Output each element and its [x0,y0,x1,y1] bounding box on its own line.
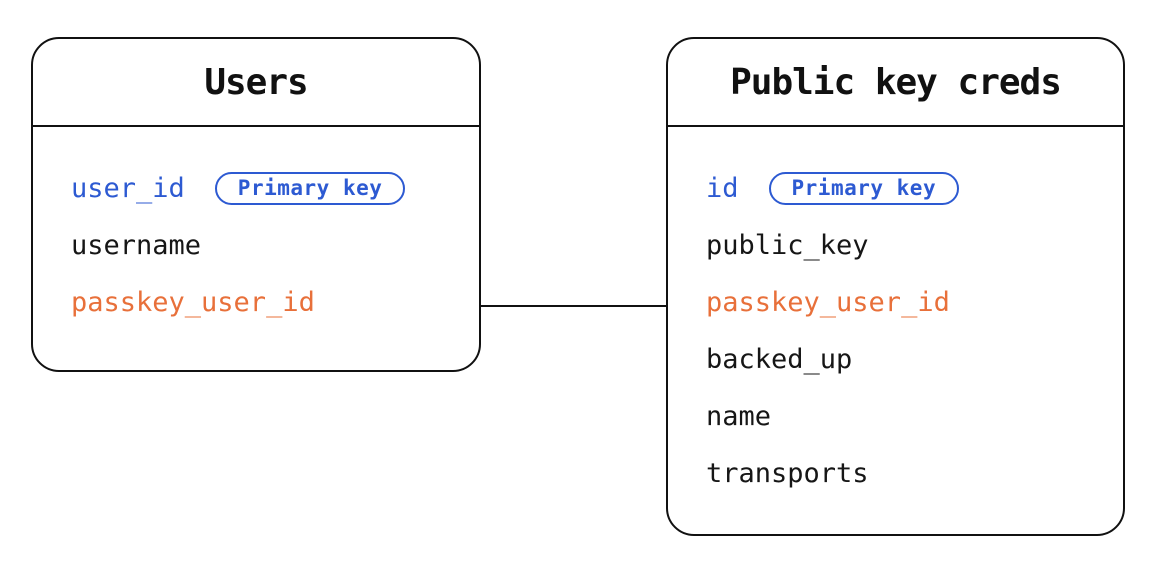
primary-key-badge: Primary key [214,172,406,205]
field-row-public-key: public_key [706,217,1085,274]
table-public-key-creds-title: Public key creds [730,61,1062,103]
table-public-key-creds-fields: id Primary key public_key passkey_user_i… [668,127,1123,502]
table-public-key-creds: Public key creds id Primary key public_k… [666,37,1125,536]
field-name: passkey_user_id [706,287,950,318]
field-row-transports: transports [706,445,1085,502]
table-users-title: Users [204,61,308,103]
field-name: user_id [71,173,185,204]
field-name: passkey_user_id [71,287,315,318]
primary-key-badge: Primary key [768,172,960,205]
table-users-fields: user_id Primary key username passkey_use… [33,127,479,331]
table-public-key-creds-header: Public key creds [668,39,1123,127]
field-row-id: id Primary key [706,160,1085,217]
table-users: Users user_id Primary key username passk… [31,37,481,372]
field-row-username: username [71,217,441,274]
field-row-passkey-user-id: passkey_user_id [71,274,441,331]
field-name: backed_up [706,344,853,375]
field-name: public_key [706,230,869,261]
field-name: name [706,401,772,432]
field-row-user-id: user_id Primary key [71,160,441,217]
field-name: username [71,230,202,261]
field-row-passkey-user-id: passkey_user_id [706,274,1085,331]
relationship-line [481,305,666,307]
field-name: transports [706,458,869,489]
field-row-backed-up: backed_up [706,331,1085,388]
table-users-header: Users [33,39,479,127]
field-row-name: name [706,388,1085,445]
field-name: id [706,173,739,204]
